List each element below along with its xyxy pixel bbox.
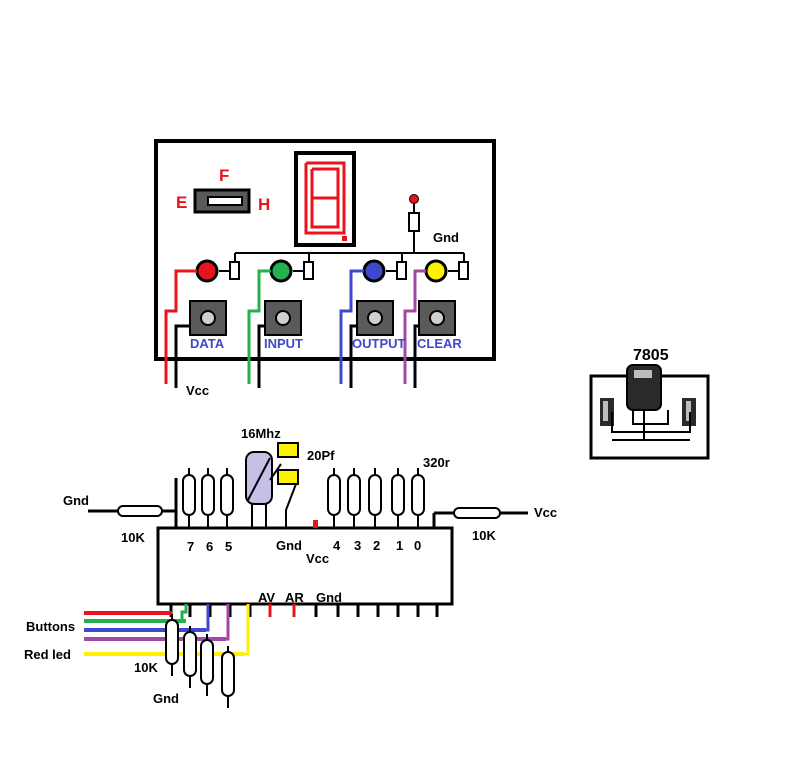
pin-resistor-2 [220,474,234,516]
pin-label-6: 6 [206,539,214,554]
mcu-chip [156,526,454,606]
panel-wire-black [349,324,357,388]
pin-resistor-6 [391,474,405,516]
panel-wire-black [174,324,190,388]
pulldown-resistor-2 [200,639,214,685]
pin-label-gnd: Gnd [276,538,302,553]
pin-resistor-1 [201,474,215,516]
switch-left-label: E [176,193,188,212]
push-button-cap [367,310,383,326]
pin-label-2: 2 [373,538,381,553]
led-resistor [303,261,314,280]
regulator-label: 7805 [633,347,669,364]
pin-resistor-7 [411,474,425,516]
left-pull-value-label: 10K [121,530,145,545]
led-data [195,259,219,283]
push-button-cap [429,310,445,326]
pulldown-resistor-3 [221,651,235,697]
pin-label-1: 1 [396,538,404,553]
bus-led-label: Red led [24,647,71,662]
pin-resistor-4 [347,474,361,516]
indicator-led [408,194,420,253]
pin-label-7: 7 [187,539,195,554]
panel-wire-output [339,269,364,384]
indicator-gnd-label: Gnd [433,230,459,245]
bus-buttons-label: Buttons [26,619,76,634]
right-pull-value-label: 10K [472,528,496,543]
pin-label-av: AV [258,590,276,605]
capacitor-label: 20Pf [307,448,335,463]
capacitors-20pf [277,442,299,528]
pin-resistor-5 [368,474,382,516]
seven-segment-display [294,151,356,247]
left-pull-resistor [88,505,176,517]
crystal-label: 16Mhz [241,426,281,441]
pin-label-gnd-bottom: Gnd [316,590,342,605]
push-button-cap [275,310,291,326]
led-output [362,259,386,283]
pin-vcc-marker [313,520,318,528]
pin-label-5: 5 [225,539,233,554]
switch-right-label: H [258,195,271,214]
bus-riser-purple [220,604,230,641]
panel-vcc-label: Vcc [186,383,210,398]
led-resistor [229,261,240,280]
button-label-input: INPUT [264,336,303,351]
pin-resistor-0 [182,474,196,516]
pulldown-resistor-1 [183,631,197,677]
right-pull-vcc-label: Vcc [534,505,558,520]
pulldown-gnd-label: Gnd [153,691,179,706]
bus-riser-yellow [232,604,250,656]
button-label-output: OUTPUT [352,336,406,351]
pulldown-value-label: 10K [134,660,158,675]
pin-resistor-3 [327,474,341,516]
button-label-clear: CLEAR [417,336,462,351]
panel-wire-black [413,324,419,388]
bus-riser-green [180,604,188,621]
pin-label-ar: AR [285,590,304,605]
mode-switch-slider [207,196,243,206]
right-pull-resistor [432,507,528,528]
voltage-regulator-7805 [589,364,710,460]
button-label-data: DATA [190,336,225,351]
left-pull-gnd-label: Gnd [63,493,89,508]
led-clear [424,259,448,283]
pin-label-3: 3 [354,538,362,553]
pin-label-4: 4 [333,538,341,553]
crystal-16mhz [245,451,282,528]
pulldown-resistor-0 [165,619,179,665]
panel-wire-clear [403,269,426,384]
led-resistor [458,261,469,280]
panel-wire-input [247,269,271,384]
push-button-output[interactable] [356,300,394,336]
pin-label-0: 0 [414,538,422,553]
pin-label-vcc: Vcc [306,551,330,566]
panel-wire-data [164,269,197,384]
push-button-cap [200,310,216,326]
panel-wire-black [257,324,265,388]
led-input [269,259,293,283]
switch-center-label: F [219,166,230,185]
led-resistor [396,261,407,280]
bus-riser-blue [200,604,210,632]
resistor-label: 320r [423,455,450,470]
